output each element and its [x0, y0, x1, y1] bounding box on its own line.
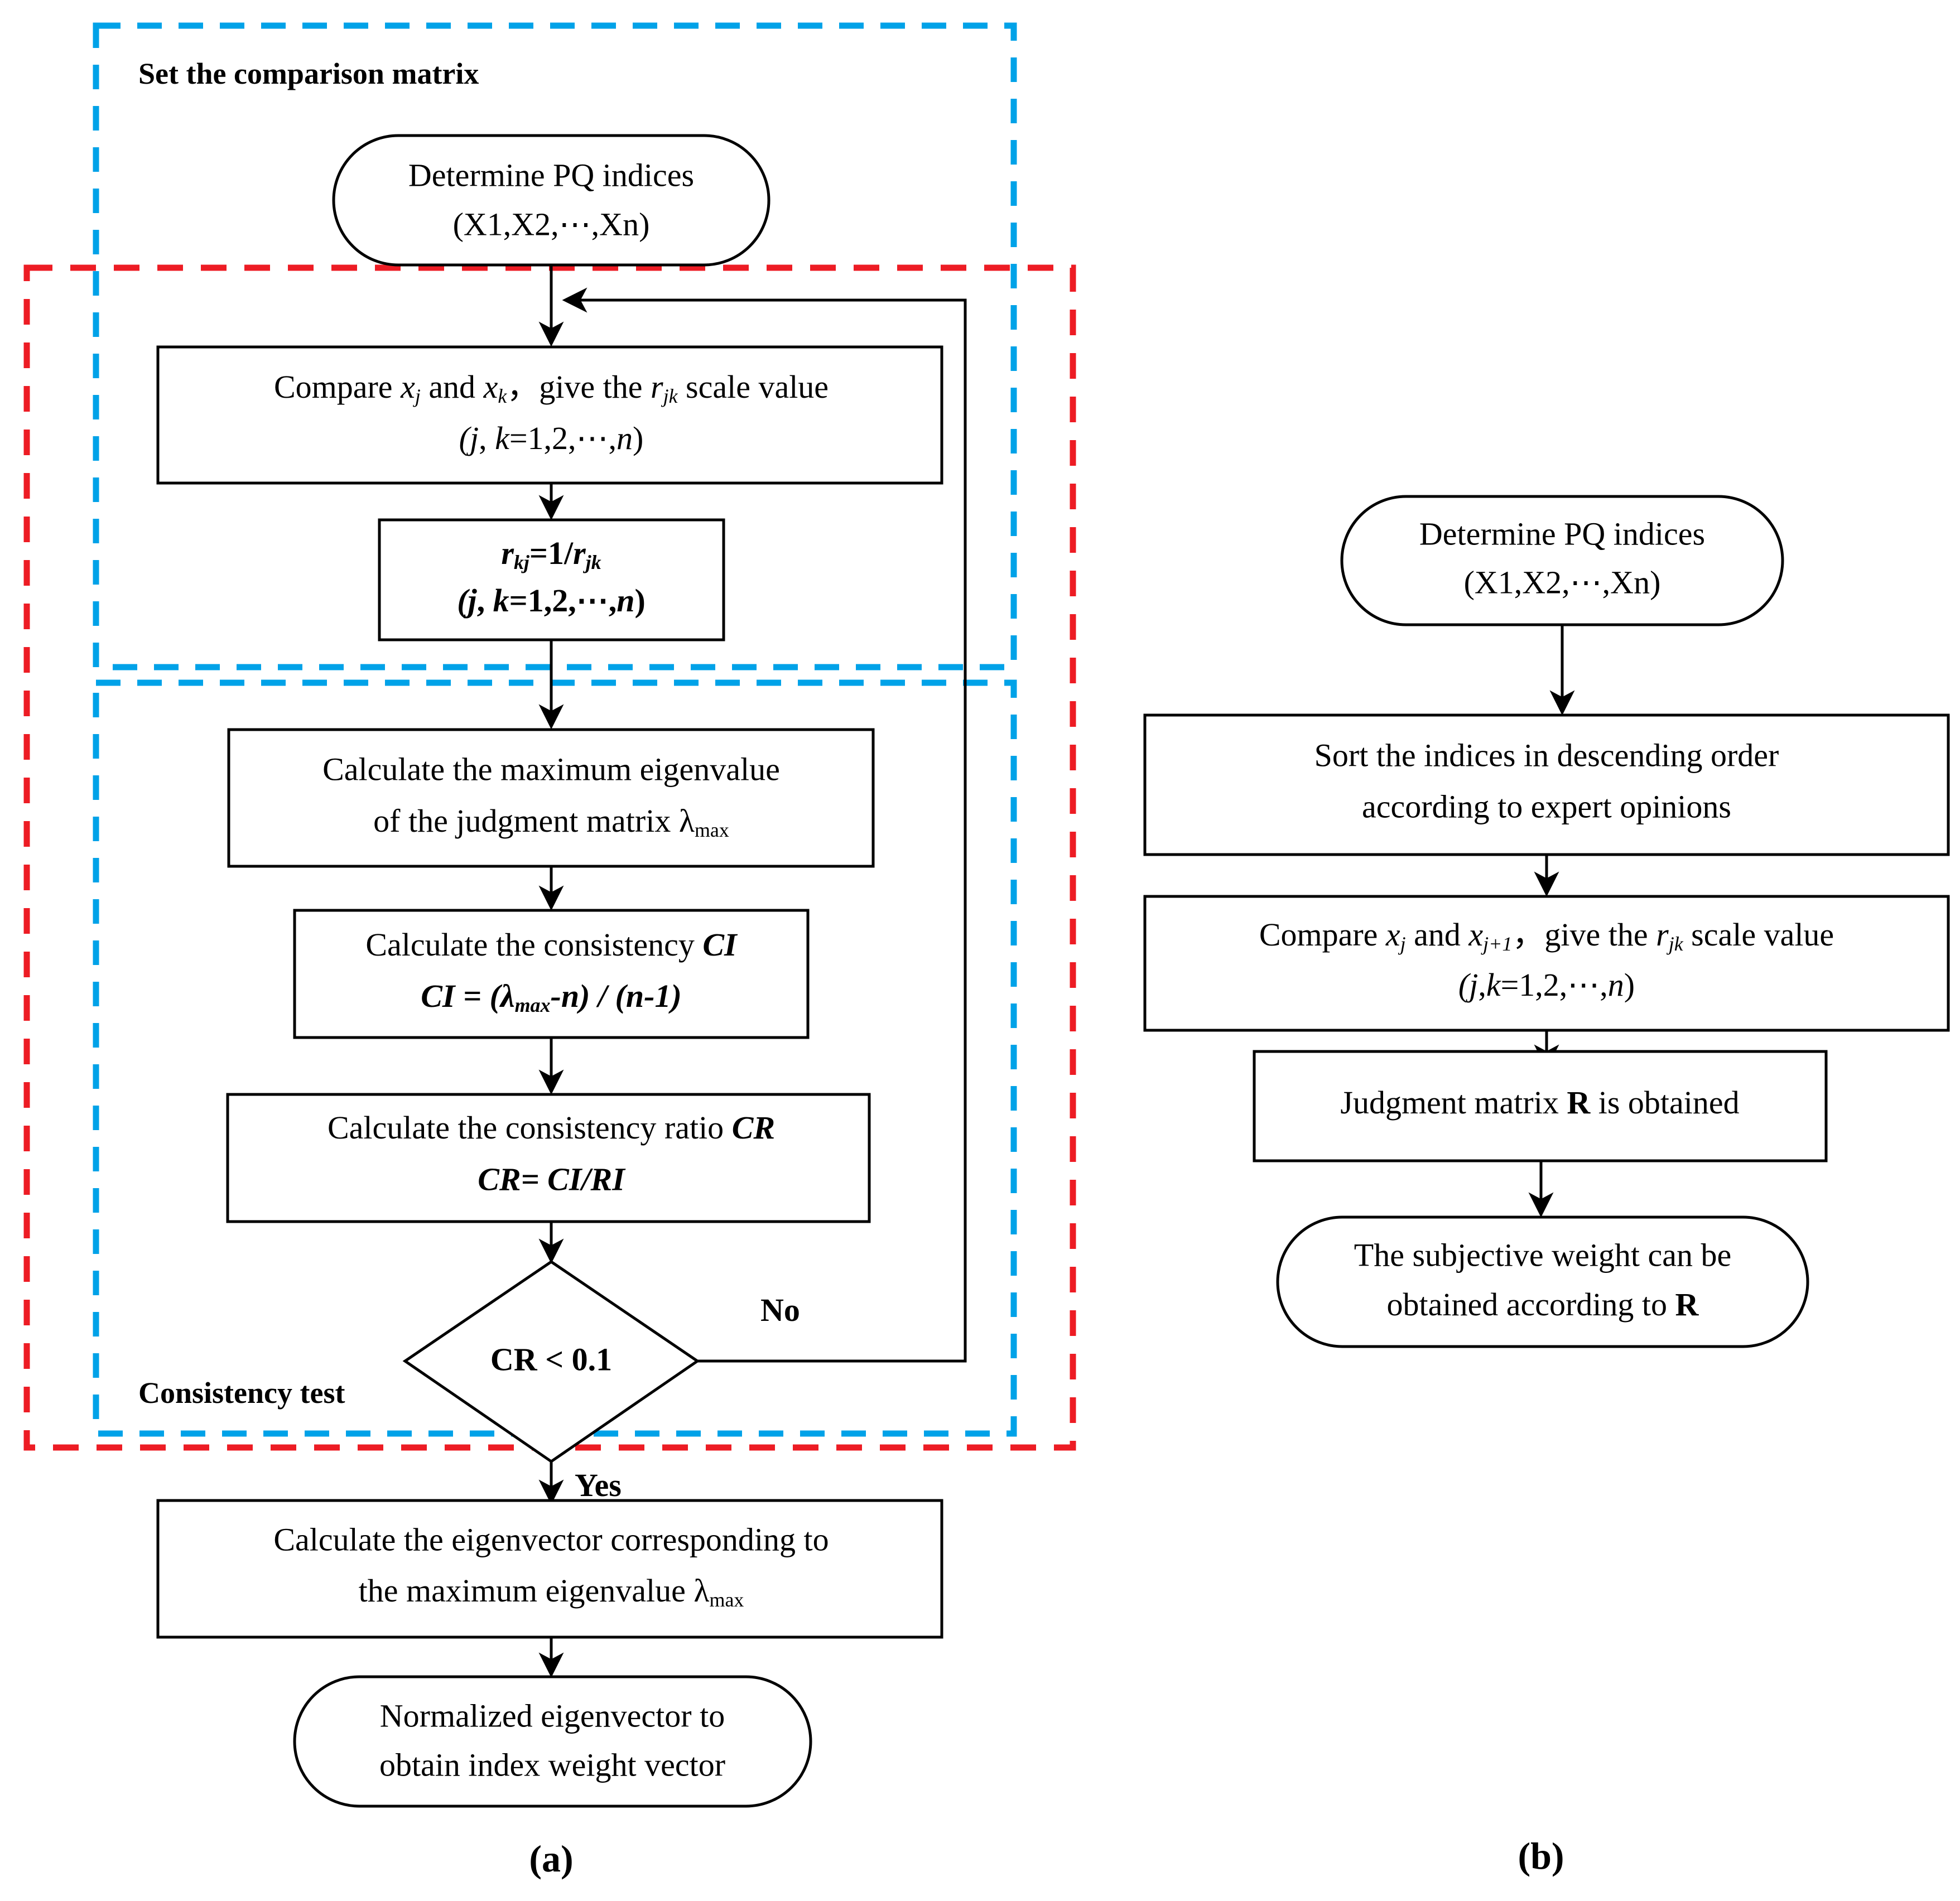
- node-a4-line2: of the judgment matrix λmax: [373, 803, 729, 841]
- node-b5-line2: obtained according to R: [1387, 1286, 1699, 1323]
- node-a2-line2: (j, k=1,2,⋯,n): [459, 420, 644, 456]
- node-a1-line1: Determine PQ indices: [408, 157, 694, 193]
- node-b3-line2: (j,k=1,2,⋯,n): [1458, 967, 1635, 1003]
- node-a9-normalized-eigenvector[interactable]: [293, 1675, 812, 1808]
- node-a3-line2: (j, k=1,2,⋯,n): [457, 582, 646, 619]
- group-box-set-comparison-matrix: [93, 22, 1017, 670]
- panel-label-b: (b): [1518, 1835, 1564, 1877]
- node-a8-line1: Calculate the eigenvector corresponding …: [273, 1521, 829, 1557]
- node-a2-compare-xj-xk[interactable]: [156, 345, 943, 485]
- edge-label-no: No: [760, 1292, 800, 1328]
- panel-label-a: (a): [529, 1837, 573, 1880]
- node-b2-sort-indices[interactable]: [1143, 713, 1950, 856]
- node-a7-label: CR < 0.1: [490, 1341, 612, 1377]
- node-b1-line2: (X1,X2,⋯,Xn): [1464, 564, 1661, 600]
- node-a2-line1: Compare xj and xk，give the rjk scale val…: [274, 369, 829, 407]
- node-b5-line1: The subjective weight can be: [1354, 1237, 1731, 1273]
- node-a6-line1: Calculate the consistency ratio CR: [328, 1109, 775, 1146]
- group-label-set-comparison-matrix: Set the comparison matrix: [138, 57, 479, 90]
- node-b3-line1: Compare xj and xj+1，give the rjk scale v…: [1259, 916, 1834, 955]
- node-a4-line1: Calculate the maximum eigenvalue: [322, 751, 780, 787]
- node-b2-line2: according to expert opinions: [1362, 788, 1731, 824]
- node-a9-line1: Normalized eigenvector to: [380, 1697, 725, 1734]
- node-a4-max-eigenvalue[interactable]: [227, 728, 875, 868]
- node-a1-determine-pq-indices[interactable]: [332, 134, 770, 267]
- edge-label-yes: Yes: [575, 1467, 622, 1503]
- node-a1-line2: (X1,X2,⋯,Xn): [453, 206, 650, 242]
- group-label-consistency-test: Consistency test: [138, 1376, 345, 1410]
- node-b4-judgment-matrix-r[interactable]: [1253, 1050, 1828, 1162]
- edge-a7-no-loopback: [562, 287, 967, 1363]
- node-a6-consistency-ratio-cr[interactable]: [226, 1093, 871, 1223]
- node-b2-line1: Sort the indices in descending order: [1314, 737, 1779, 773]
- node-a5-line1: Calculate the consistency CI: [365, 927, 738, 963]
- node-a5-line2: CI = (λmax-n) / (n-1): [421, 978, 682, 1016]
- node-b5-subjective-weight[interactable]: [1276, 1215, 1809, 1348]
- node-a3-reciprocal-rule[interactable]: [378, 518, 725, 641]
- node-a9-line2: obtain index weight vector: [379, 1746, 725, 1783]
- node-a3-line1: rkj=1/rjk: [501, 535, 601, 573]
- node-b4-label: Judgment matrix R is obtained: [1340, 1084, 1739, 1121]
- node-a8-line2: the maximum eigenvalue λmax: [359, 1572, 744, 1611]
- node-a6-line2: CR= CI/RI: [478, 1161, 626, 1197]
- node-b1-line1: Determine PQ indices: [1419, 515, 1705, 552]
- node-b3-compare-xj-xj1[interactable]: [1143, 895, 1950, 1032]
